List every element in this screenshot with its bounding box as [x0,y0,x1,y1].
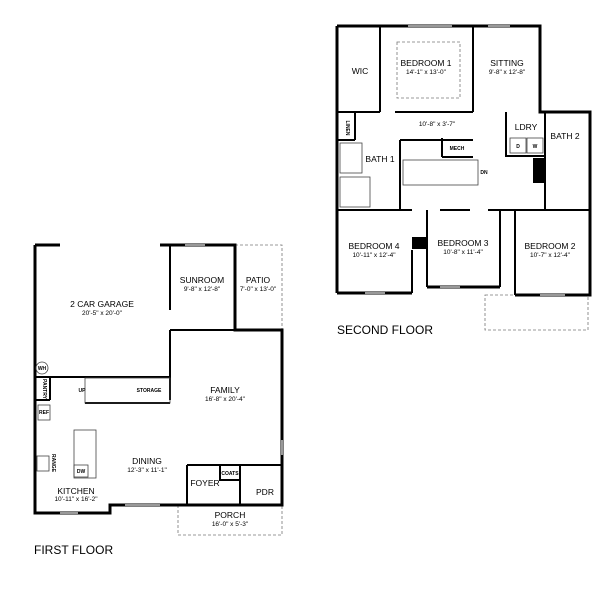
range [36,455,50,472]
room-kitchen-dims: 10'-11" x 16'-2" [54,496,98,503]
room-patio-dims: 7'-0" x 13'-0" [240,286,277,293]
second-floor-title: SECOND FLOOR [337,323,433,337]
chase-block [412,237,426,249]
room-bedroom1-dims: 14'-1" x 13'-0" [406,69,447,76]
second-floor-outer-walls [335,24,592,297]
room-dining-dims: 12'-3" x 11'-1" [127,467,167,474]
washer-label: W [533,144,538,150]
tub [339,176,371,208]
room-porch-dims: 16'-0" x 5'-3" [212,521,249,528]
chimney-block [533,158,544,183]
room-mech-label: MECH [450,146,465,152]
room-bath1-label: BATH 1 [365,154,394,164]
room-laundry-label: LDRY [515,122,538,132]
room-family-dims: 16'-8" x 20'-4" [205,396,246,403]
room-family-label: FAMILY [210,385,240,395]
stairs-up [84,377,171,404]
kitchen-island [73,429,97,479]
dryer-label: D [516,144,520,150]
water-heater [35,361,49,375]
refrigerator [37,404,51,421]
first-floor-plan: 2 CAR GARAGE 20'-5" x 20'-0" SUNROOM 9'-… [33,243,284,557]
stairs-down-label: DN [480,170,488,176]
room-dining-label: DINING [132,456,162,466]
range-label: RANGE [50,454,56,473]
dishwasher [73,464,89,478]
room-garage-dims: 20'-5" x 20'-0" [82,310,123,317]
room-porch-label: PORCH [215,510,246,520]
deck-outline [484,294,589,331]
room-pdr-label: PDR [256,487,274,497]
storage-label: STORAGE [137,388,162,394]
hall-dims: 10'-8" x 3'-7" [419,121,456,128]
room-sunroom-label: SUNROOM [180,275,224,285]
room-sunroom-dims: 9'-8" x 12'-8" [184,286,221,293]
stairs-up-label: UP [79,388,87,394]
second-floor-plan: WIC BEDROOM 1 14'-1" x 13'-0" SITTING 9'… [335,24,592,337]
room-bedroom3-dims: 10'-8" x 11'-4" [443,249,483,256]
room-garage-label: 2 CAR GARAGE [70,299,134,309]
room-bedroom4-label: BEDROOM 4 [348,241,399,251]
water-heater-label: WH [38,366,47,372]
room-bedroom4-dims: 10'-11" x 12'-4" [352,252,396,259]
room-bedroom2-dims: 10'-7" x 12'-4" [530,252,571,259]
room-patio-label: PATIO [246,275,271,285]
room-linen-label: LINEN [344,121,350,136]
shower [339,142,363,174]
room-foyer-label: FOYER [190,478,219,488]
room-kitchen-label: KITCHEN [57,486,94,496]
tray-ceiling [396,41,461,99]
dishwasher-label: DW [77,469,86,475]
dryer [509,137,527,154]
refrigerator-label: REF [39,410,49,416]
room-sitting-label: SITTING [490,58,524,68]
washer [526,137,544,154]
coats-label: COATS [221,471,239,477]
room-bedroom3-label: BEDROOM 3 [437,238,488,248]
room-bedroom1-label: BEDROOM 1 [400,58,451,68]
stairs-down [402,159,479,186]
room-bedroom2-label: BEDROOM 2 [524,241,575,251]
first-floor-title: FIRST FLOOR [34,543,113,557]
room-sitting-dims: 9'-8" x 12'-8" [489,69,526,76]
pantry-label: PANTRY [41,379,47,400]
second-floor-interior-walls [337,26,590,295]
room-wic-label: WIC [352,66,369,76]
room-bath2-label: BATH 2 [550,131,579,141]
